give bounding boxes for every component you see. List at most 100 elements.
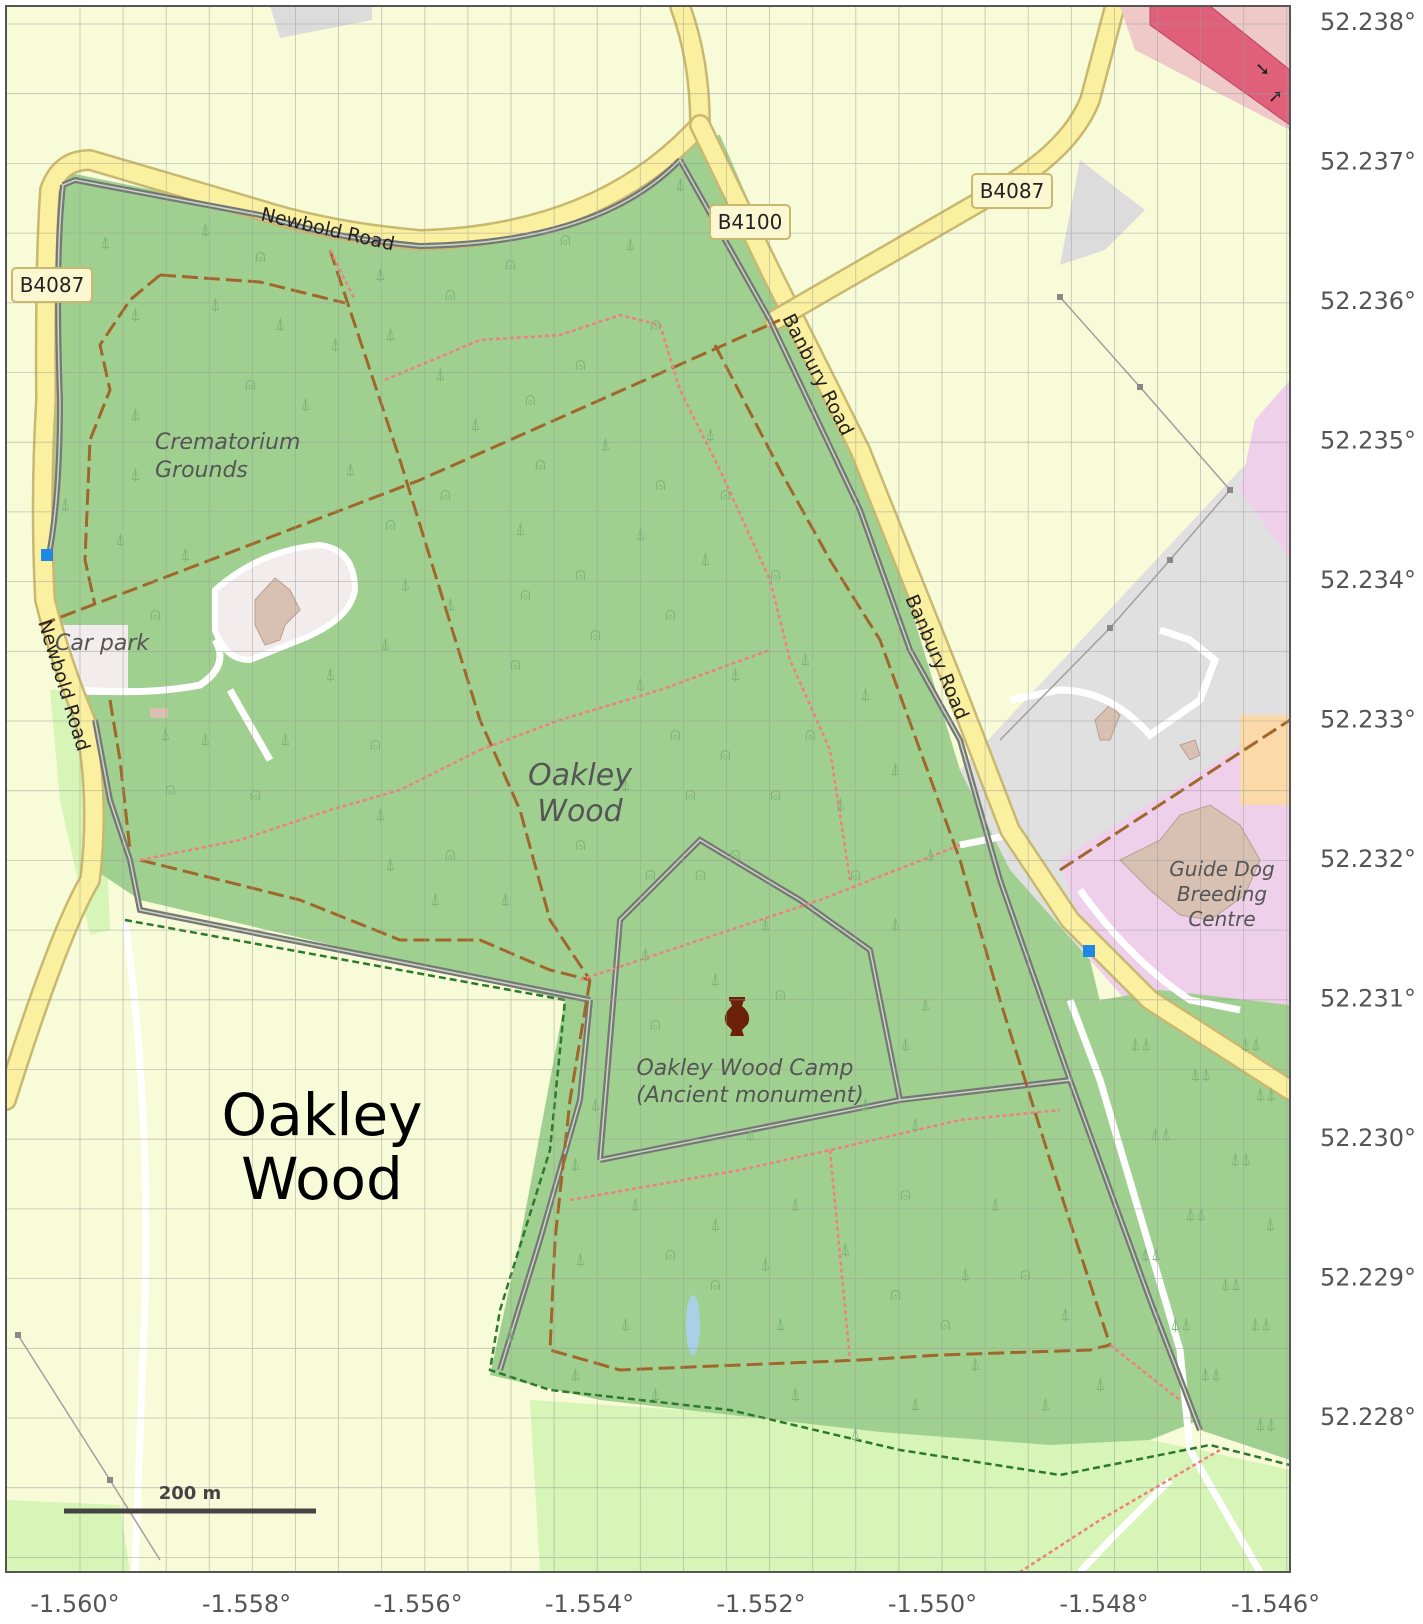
svg-text:⍋: ⍋ bbox=[115, 529, 126, 550]
road-shield-b4100: B4100 bbox=[709, 204, 791, 240]
bus-stop-icon bbox=[1083, 945, 1095, 957]
svg-text:⍋: ⍋ bbox=[375, 264, 386, 285]
svg-text:⍝: ⍝ bbox=[255, 246, 266, 267]
car-park-label: Car park bbox=[55, 631, 150, 656]
svg-text:⍋: ⍋ bbox=[515, 519, 526, 540]
svg-text:⍋: ⍋ bbox=[840, 1239, 851, 1260]
camp-label: Oakley Wood Camp bbox=[636, 1056, 853, 1081]
boundary bbox=[124, 918, 1290, 1477]
svg-text:⍋⍋: ⍋⍋ bbox=[1130, 1034, 1152, 1055]
grass-area-southwest bbox=[6, 1500, 130, 1572]
svg-text:B4100: B4100 bbox=[718, 210, 783, 234]
institution-area-north bbox=[1240, 380, 1290, 560]
svg-text:⍋: ⍋ bbox=[760, 914, 771, 935]
svg-text:⍋: ⍋ bbox=[650, 1384, 661, 1405]
svg-text:⍋: ⍋ bbox=[990, 1194, 1001, 1215]
svg-text:⍝: ⍝ bbox=[900, 1184, 911, 1205]
pond bbox=[686, 1295, 700, 1355]
industrial-buildings bbox=[1094, 704, 1201, 761]
svg-text:⍋⍋: ⍋⍋ bbox=[1220, 1274, 1242, 1295]
svg-text:⍋⍋: ⍋⍋ bbox=[1150, 1124, 1172, 1145]
svg-text:⍝: ⍝ bbox=[655, 474, 666, 495]
lat-tick-label: 52.234° bbox=[1320, 566, 1416, 594]
lon-tick-label: -1.554° bbox=[545, 1590, 634, 1618]
svg-text:⍋: ⍋ bbox=[200, 729, 211, 750]
svg-text:⍋: ⍋ bbox=[570, 1154, 581, 1175]
svg-text:⍋: ⍋ bbox=[760, 1254, 771, 1275]
svg-text:⍋: ⍋ bbox=[860, 1094, 871, 1115]
svg-text:⍝: ⍝ bbox=[775, 984, 786, 1005]
svg-text:⍝: ⍝ bbox=[535, 454, 546, 475]
svg-text:⍋: ⍋ bbox=[625, 234, 636, 255]
coordinate-grid bbox=[6, 6, 1290, 1572]
svg-text:⍋: ⍋ bbox=[700, 549, 711, 570]
svg-text:⍋: ⍋ bbox=[435, 364, 446, 385]
industrial-area bbox=[960, 430, 1290, 870]
svg-text:⍋⍋: ⍋⍋ bbox=[1240, 1034, 1262, 1055]
svg-text:⍋: ⍋ bbox=[130, 404, 141, 425]
svg-text:⍋: ⍋ bbox=[890, 914, 901, 935]
svg-text:⍝: ⍝ bbox=[250, 784, 261, 805]
svg-text:⍋: ⍋ bbox=[1040, 1394, 1051, 1415]
svg-text:⍝: ⍝ bbox=[150, 604, 161, 625]
svg-text:⍝: ⍝ bbox=[575, 834, 586, 855]
svg-text:⍋: ⍋ bbox=[345, 459, 356, 480]
svg-text:⍋: ⍋ bbox=[385, 324, 396, 345]
svg-text:⍋: ⍋ bbox=[900, 1034, 911, 1055]
svg-text:⍋: ⍋ bbox=[705, 424, 716, 445]
svg-text:⍋: ⍋ bbox=[640, 944, 651, 965]
svg-text:⍋: ⍋ bbox=[860, 684, 871, 705]
svg-text:⍋: ⍋ bbox=[890, 759, 901, 780]
svg-text:⍋: ⍋ bbox=[960, 1264, 971, 1285]
svg-text:⍝: ⍝ bbox=[720, 744, 731, 765]
svg-text:⍋: ⍋ bbox=[925, 844, 936, 865]
svg-text:⍝: ⍝ bbox=[575, 564, 586, 585]
lon-tick-label: -1.550° bbox=[888, 1590, 977, 1618]
lat-tick-label: 52.232° bbox=[1320, 845, 1416, 873]
lat-tick-label: 52.235° bbox=[1320, 427, 1416, 455]
svg-text:⍋: ⍋ bbox=[130, 464, 141, 485]
pylons bbox=[15, 294, 1233, 1483]
svg-text:⍝: ⍝ bbox=[770, 564, 781, 585]
svg-text:⍋: ⍋ bbox=[1095, 1374, 1106, 1395]
svg-text:⍋: ⍋ bbox=[470, 414, 481, 435]
svg-text:⍋: ⍋ bbox=[505, 1324, 516, 1345]
fences bbox=[45, 157, 1203, 1432]
orange-area bbox=[1240, 715, 1290, 805]
one-way-arrow: ➘ bbox=[1255, 59, 1270, 80]
oakley-wood-area bbox=[40, 135, 1200, 1445]
svg-text:⍝: ⍝ bbox=[445, 284, 456, 305]
camp-sublabel: (Ancient monument) bbox=[636, 1083, 864, 1108]
svg-text:⍋: ⍋ bbox=[570, 1364, 581, 1385]
svg-text:⍝: ⍝ bbox=[665, 1244, 676, 1265]
svg-text:⍝: ⍝ bbox=[805, 724, 816, 745]
svg-text:⍋: ⍋ bbox=[325, 664, 336, 685]
svg-text:⍋: ⍋ bbox=[160, 724, 171, 745]
svg-text:⍝: ⍝ bbox=[245, 374, 256, 395]
svg-text:⍋⍋: ⍋⍋ bbox=[1140, 1244, 1162, 1265]
svg-text:⍋: ⍋ bbox=[380, 634, 391, 655]
svg-text:⍋: ⍋ bbox=[800, 649, 811, 670]
svg-text:⍋: ⍋ bbox=[620, 774, 631, 795]
svg-text:⍋⍋: ⍋⍋ bbox=[1200, 1364, 1222, 1385]
monument-icon bbox=[724, 997, 750, 1036]
svg-text:⍋: ⍋ bbox=[275, 314, 286, 335]
service-roads bbox=[79, 626, 1264, 1572]
svg-text:⍋⍋: ⍋⍋ bbox=[1255, 1084, 1277, 1105]
svg-text:⍋: ⍋ bbox=[710, 1214, 721, 1235]
map-layers: ➘ ➚ bbox=[6, 6, 1290, 1572]
lat-tick-label: 52.236° bbox=[1320, 287, 1416, 315]
tree-glyphs: ⍋⍋⍝ ⍋⍝⍝ ⍝⍋⍋ ⍋⍋⍋ ⍋⍋⍝ ⍋⍋⍋ ⍝⍝⍝ ⍋⍋⍋ ⍝⍝⍝ ⍋⍋⍝ … bbox=[60, 174, 1277, 1445]
latitude-ticks: 52.238°52.237°52.236°52.235°52.234°52.23… bbox=[1320, 8, 1416, 1431]
svg-text:⍝: ⍝ bbox=[560, 229, 571, 250]
svg-text:⍋: ⍋ bbox=[400, 574, 411, 595]
svg-text:⍝: ⍝ bbox=[1020, 1264, 1031, 1285]
svg-text:⍋: ⍋ bbox=[500, 889, 511, 910]
svg-text:⍋: ⍋ bbox=[60, 494, 71, 515]
svg-text:⍋: ⍋ bbox=[445, 594, 456, 615]
svg-text:⍋⍋: ⍋⍋ bbox=[1185, 1204, 1207, 1225]
bus-stop-icon bbox=[41, 549, 53, 561]
